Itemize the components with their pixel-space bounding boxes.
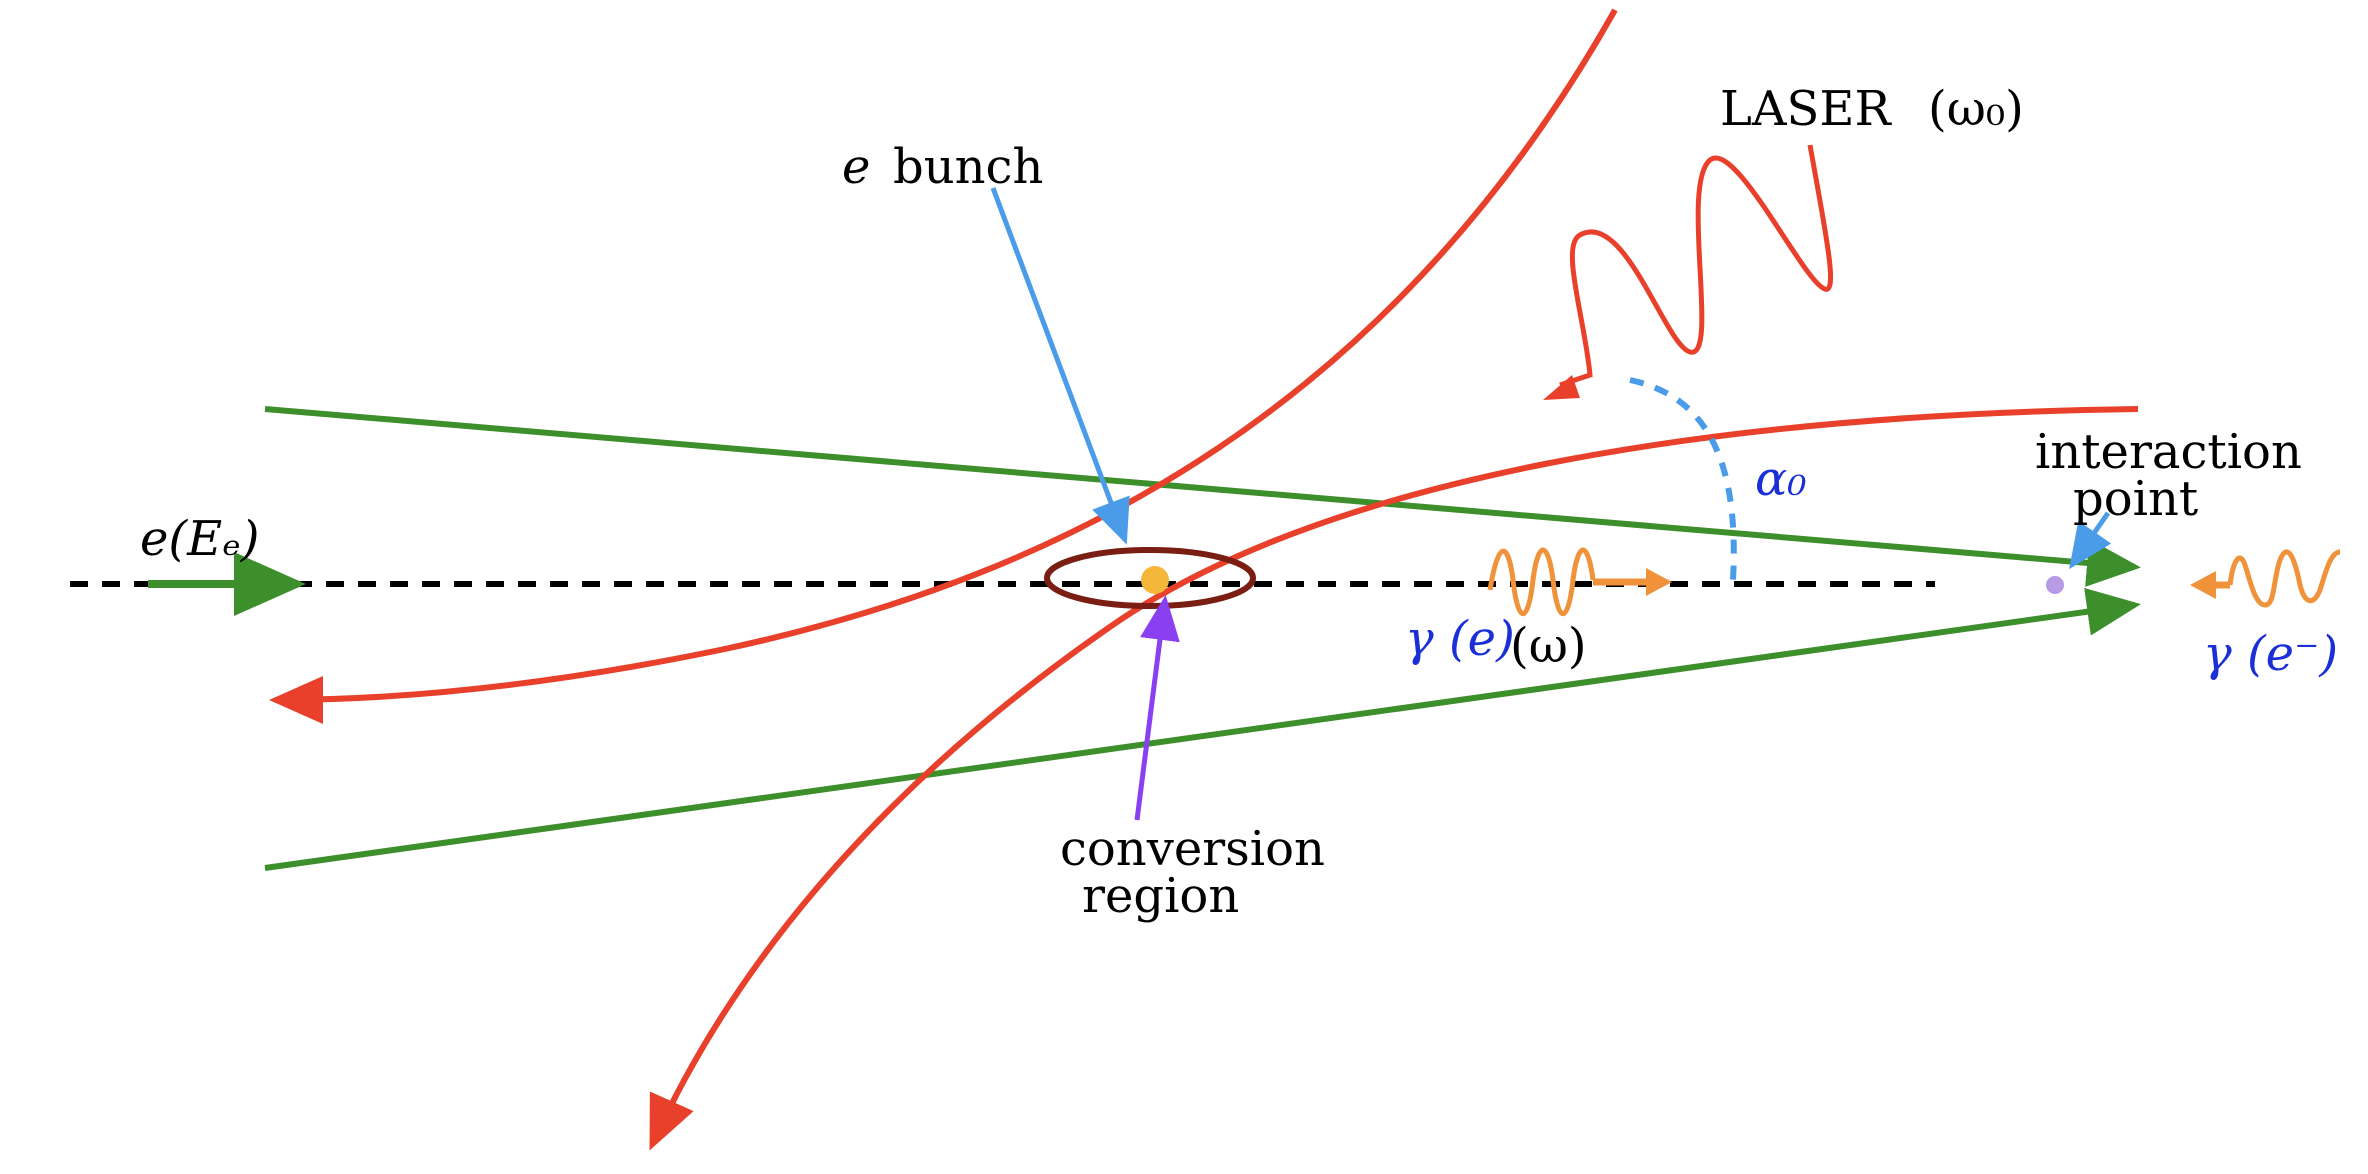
photon-forward-arrowhead xyxy=(1646,568,1672,596)
electron-trajectory-upper xyxy=(264,406,2141,587)
e-bunch-label: bunch xyxy=(893,139,1043,195)
interaction-point-dot xyxy=(2046,576,2064,594)
alpha-angle-arc xyxy=(1629,377,1737,581)
laser-label: LASER xyxy=(1720,81,1892,137)
e-bunch-pointer xyxy=(990,187,1130,545)
alpha0-label: α₀ xyxy=(1755,451,1807,507)
gamma-e-label: γ (e) xyxy=(1405,611,1515,667)
electron-energy-label: e(Eₑ) xyxy=(140,511,259,567)
laser-beam-right-envelope xyxy=(649,406,2139,1151)
conversion-label-line1: conversion xyxy=(1060,821,1325,877)
omega0-label: (ω₀) xyxy=(1928,81,2024,137)
conversion-label-line2: region xyxy=(1082,868,1239,924)
photon-wave-backward xyxy=(2227,549,2341,608)
electron-trajectory-lower xyxy=(264,587,2141,871)
photon-wave-forward xyxy=(1487,547,1596,616)
conversion-region-pointer xyxy=(1134,595,1180,821)
gamma-eminus-label: γ (e⁻) xyxy=(2203,626,2338,682)
photon-backward-arrowhead xyxy=(2190,571,2216,599)
interaction-point-pointer xyxy=(2069,511,2112,570)
laser-beam-left-envelope xyxy=(269,8,1618,724)
omega-label: (ω) xyxy=(1510,618,1587,674)
laser-wave xyxy=(1559,144,1833,388)
conversion-point-dot xyxy=(1141,566,1169,594)
interaction-label-line1: interaction xyxy=(2035,424,2302,480)
laser-wave-arrowhead xyxy=(1543,375,1580,400)
e-bunch-e-label: e xyxy=(842,139,870,195)
interaction-label-line2: point xyxy=(2073,471,2198,527)
